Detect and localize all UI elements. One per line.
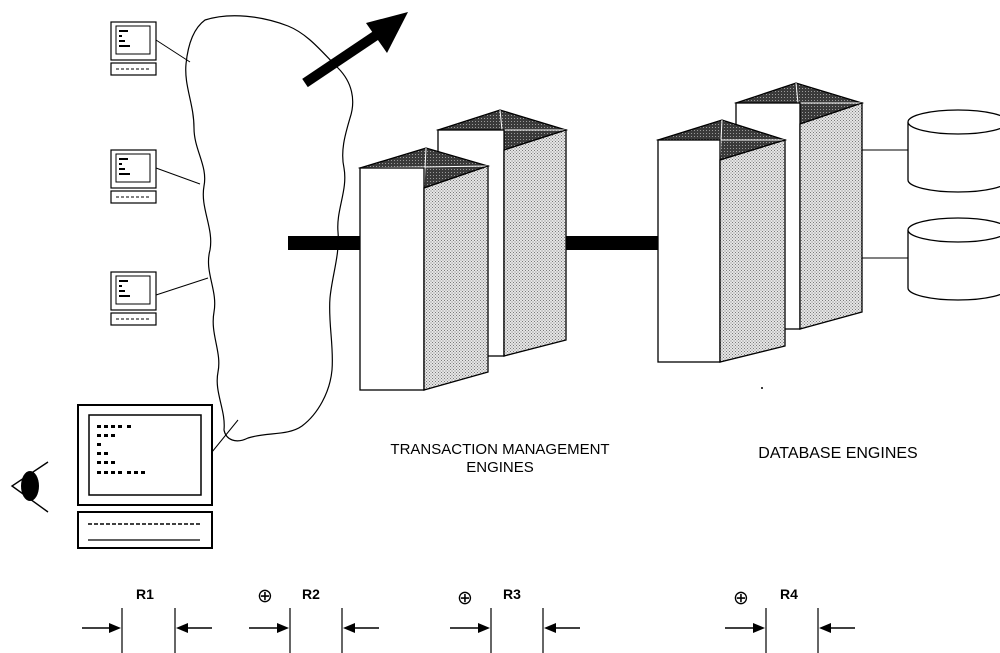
response-marker	[725, 608, 855, 653]
network-link	[288, 236, 377, 250]
transaction-engines-line2: ENGINES	[466, 459, 534, 476]
response-marker	[450, 608, 580, 653]
database-cylinder-icon	[907, 109, 1000, 193]
terminal-icon	[110, 271, 157, 326]
transaction-engines-line1: TRANSACTION MANAGEMENT	[390, 441, 610, 458]
combine-symbol: ⊕	[733, 587, 749, 609]
arrow-icon	[302, 12, 408, 88]
terminal-icon	[110, 21, 157, 76]
response-label-r4: R4	[780, 586, 798, 602]
combine-symbol: ⊕	[457, 587, 473, 609]
database-cylinder-icon	[907, 217, 1000, 301]
combine-symbol: ⊕	[257, 585, 273, 607]
response-marker	[249, 608, 379, 653]
response-label-r1: R1	[136, 586, 154, 602]
database-engines-label: DATABASE ENGINES	[758, 445, 918, 462]
eye-icon	[10, 461, 49, 513]
response-marker	[82, 608, 212, 653]
server-tower-icon	[357, 147, 491, 391]
response-label-r3: R3	[503, 586, 521, 602]
workstation-icon	[77, 404, 213, 549]
engine-link	[535, 236, 687, 250]
server-tower-icon	[655, 119, 788, 363]
network-cloud	[185, 15, 354, 442]
transaction-engines-label: TRANSACTION MANAGEMENT ENGINES	[335, 441, 665, 477]
response-label-r2: R2	[302, 586, 320, 602]
terminal-icon	[110, 149, 157, 204]
